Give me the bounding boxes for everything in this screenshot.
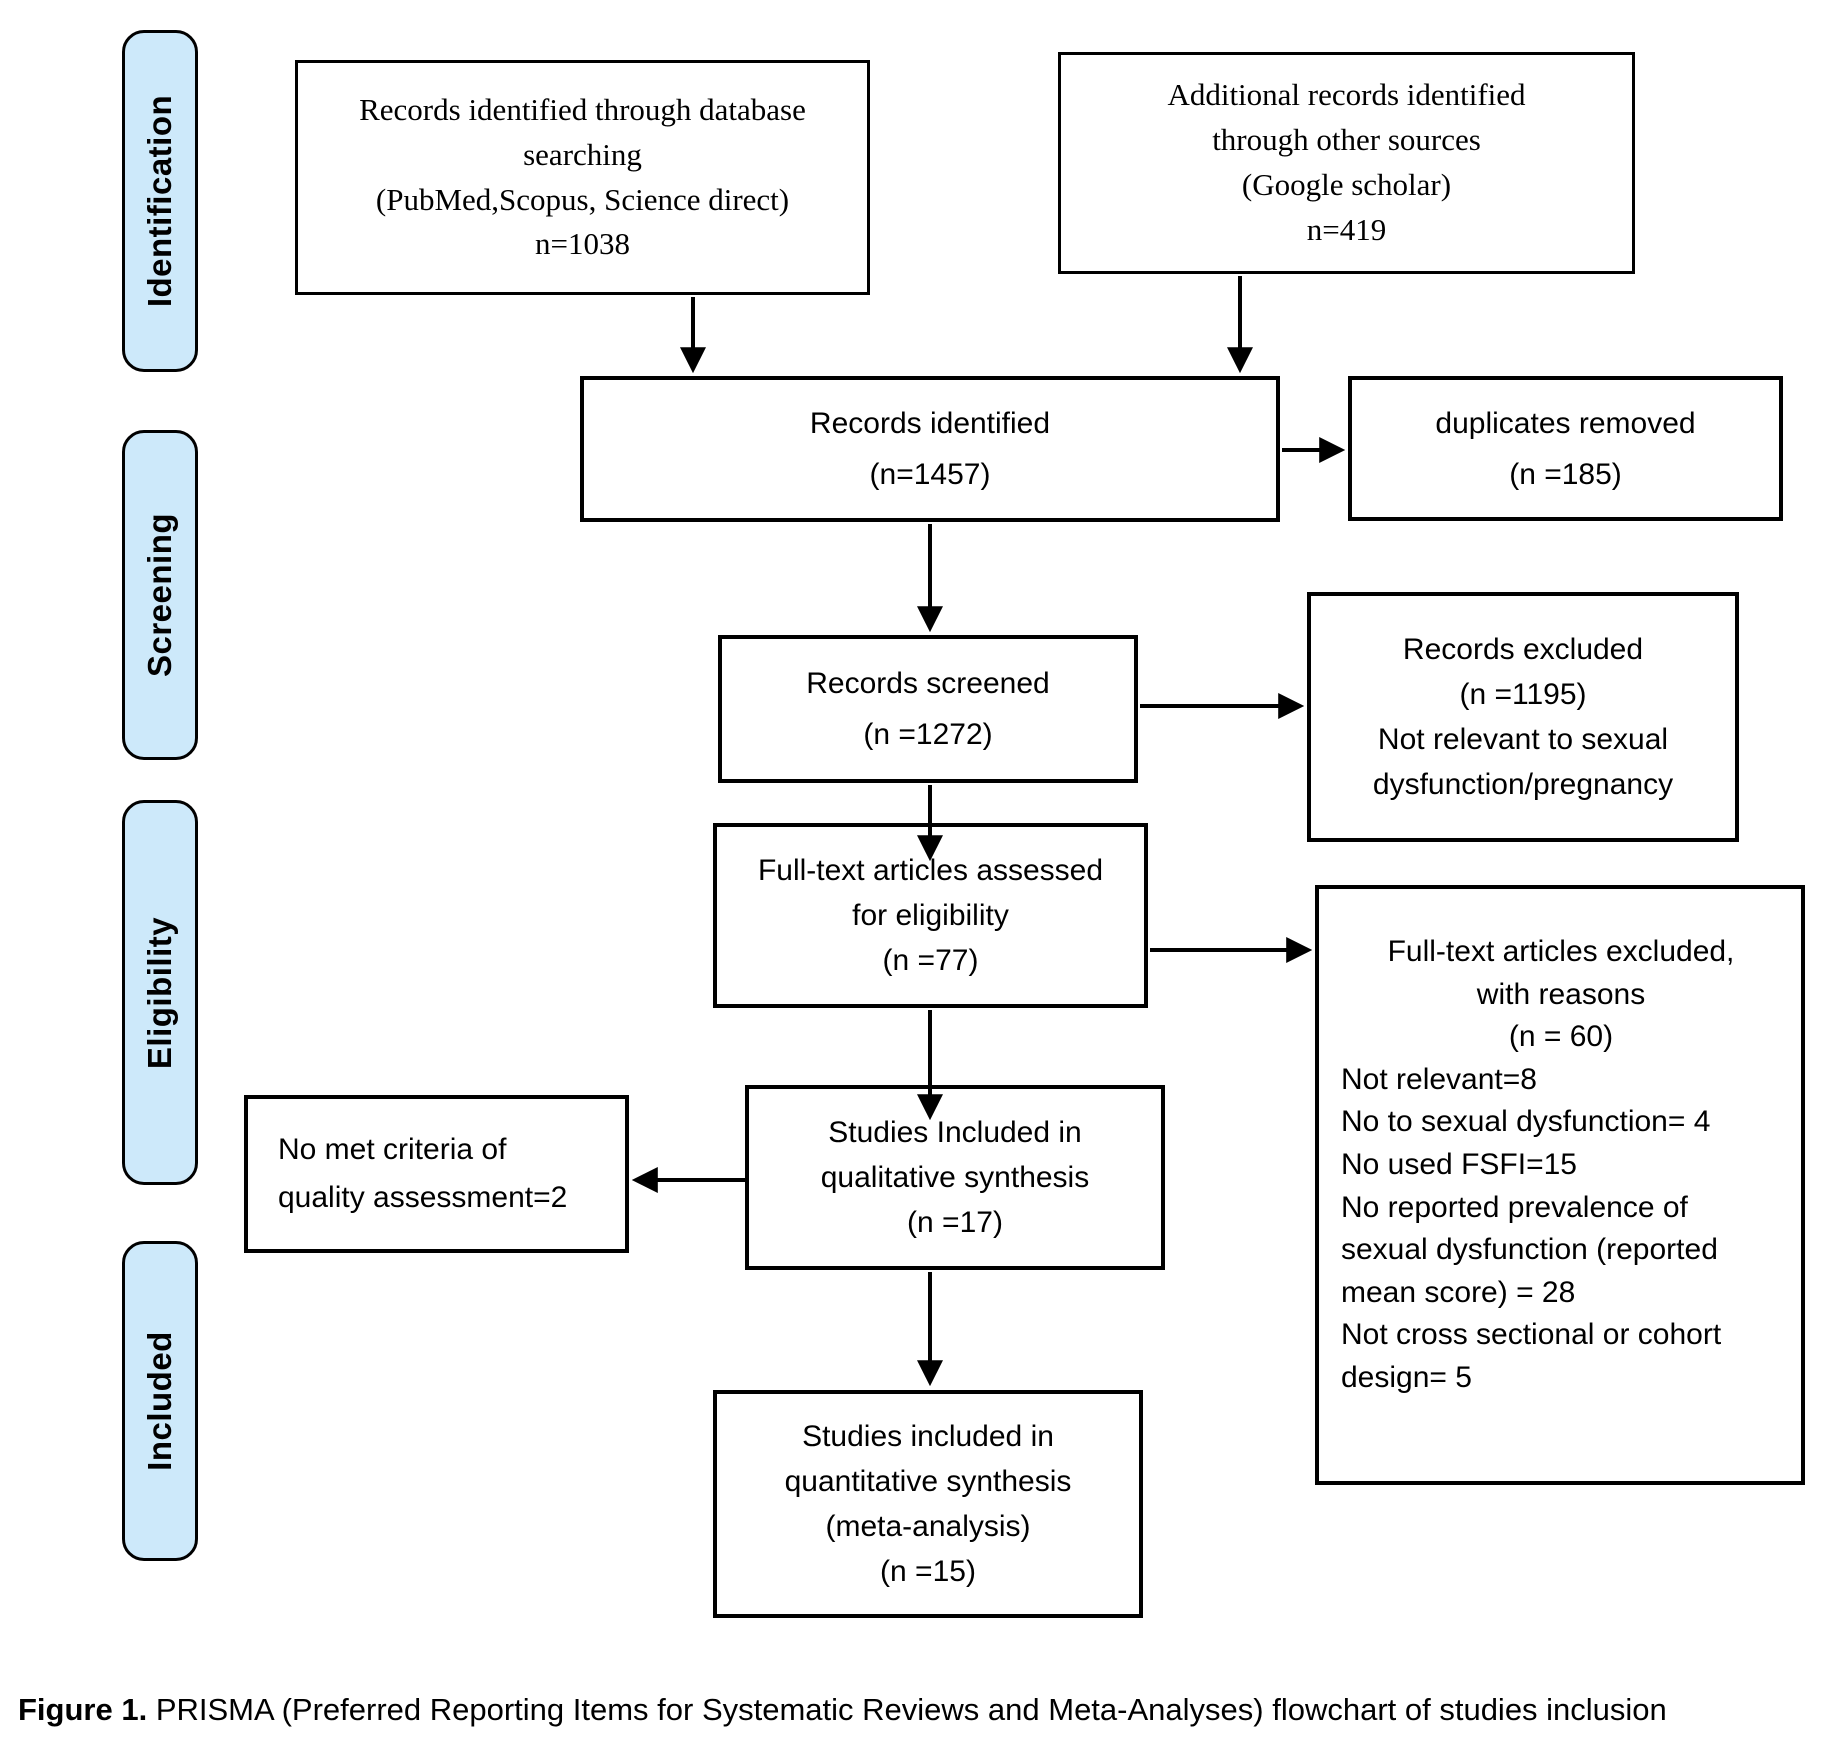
box-line: (n =15): [880, 1555, 976, 1588]
stage-bar-eligibility: Eligibility: [122, 800, 198, 1185]
box-line: Records excluded: [1402, 633, 1644, 666]
box-line: Not relevant to sexual: [1377, 723, 1669, 756]
box-line: Records identified through database: [359, 91, 806, 127]
stage-label-identification: Identification: [141, 94, 178, 308]
box-line: Not relevant=8: [1341, 1062, 1537, 1096]
box-line: n=1038: [535, 226, 630, 262]
stage-bar-identification: Identification: [122, 30, 198, 372]
box-line: (Google scholar): [1241, 167, 1452, 202]
stage-label-included: Included: [141, 1331, 178, 1471]
box-line: Full-text articles assessed: [757, 854, 1104, 887]
box-qualitative-synthesis: Studies Included in qualitative synthesi…: [745, 1085, 1165, 1270]
box-line: Records screened: [806, 667, 1050, 700]
box-line: dysfunction/pregnancy: [1372, 768, 1674, 801]
box-line: Not cross sectional or cohort: [1341, 1318, 1722, 1352]
stage-label-screening: Screening: [141, 512, 178, 678]
box-duplicates-removed: duplicates removed (n =185): [1348, 376, 1783, 521]
box-line: sexual dysfunction (reported: [1341, 1233, 1718, 1267]
figure-caption-label: Figure 1.: [18, 1692, 148, 1727]
box-line: Additional records identified: [1167, 77, 1526, 113]
box-line: with reasons: [1476, 977, 1646, 1011]
box-no-quality-criteria: No met criteria of quality assessment=2: [244, 1095, 629, 1253]
box-line: No met criteria of: [278, 1133, 507, 1166]
box-line: through other sources: [1212, 122, 1481, 158]
stage-bar-included: Included: [122, 1241, 198, 1561]
box-records-database-search: Records identified through database sear…: [295, 60, 870, 295]
box-line: n=419: [1306, 211, 1387, 247]
box-line: (PubMed,Scopus, Science direct): [375, 181, 790, 217]
box-line: (n =77): [882, 944, 979, 977]
figure-caption: Figure 1. PRISMA (Preferred Reporting It…: [18, 1692, 1667, 1728]
box-line: Full-text articles excluded,: [1387, 935, 1735, 968]
box-line: (n =1195): [1459, 678, 1587, 711]
box-additional-records: Additional records identified through ot…: [1058, 52, 1635, 274]
box-line: (n =1272): [863, 718, 993, 751]
box-fulltext-assessed: Full-text articles assessed for eligibil…: [713, 823, 1148, 1008]
box-quantitative-synthesis: Studies included in quantitative synthes…: [713, 1390, 1143, 1618]
box-line: searching: [523, 136, 642, 172]
box-line: No used FSFI=15: [1341, 1147, 1577, 1181]
stage-label-eligibility: Eligibility: [141, 916, 178, 1069]
stage-bar-screening: Screening: [122, 430, 198, 760]
box-line: Records identified: [809, 407, 1051, 440]
box-line: for eligibility: [852, 899, 1009, 932]
box-line: (n =17): [907, 1206, 1003, 1239]
box-line: No reported prevalence of: [1341, 1190, 1688, 1224]
box-line: qualitative synthesis: [820, 1161, 1090, 1194]
figure-caption-text: PRISMA (Preferred Reporting Items for Sy…: [147, 1692, 1667, 1727]
box-line: design= 5: [1341, 1360, 1472, 1394]
box-line: quality assessment=2: [278, 1181, 568, 1214]
box-line: duplicates removed: [1435, 406, 1696, 440]
box-fulltext-excluded: Full-text articles excluded, with reason…: [1315, 885, 1805, 1485]
box-line: (n =185): [1509, 457, 1622, 491]
box-line: quantitative synthesis: [784, 1465, 1072, 1498]
box-line: (n=1457): [869, 458, 991, 491]
box-line: (n = 60): [1508, 1020, 1614, 1054]
box-records-excluded: Records excluded (n =1195) Not relevant …: [1307, 592, 1739, 842]
box-line: No to sexual dysfunction= 4: [1341, 1105, 1711, 1139]
box-records-identified: Records identified (n=1457): [580, 376, 1280, 522]
box-records-screened: Records screened (n =1272): [718, 635, 1138, 783]
box-line: Studies included in: [802, 1420, 1054, 1453]
box-line: (meta-analysis): [825, 1510, 1031, 1543]
box-line: Studies Included in: [828, 1116, 1082, 1149]
box-line: mean score) = 28: [1341, 1275, 1576, 1309]
